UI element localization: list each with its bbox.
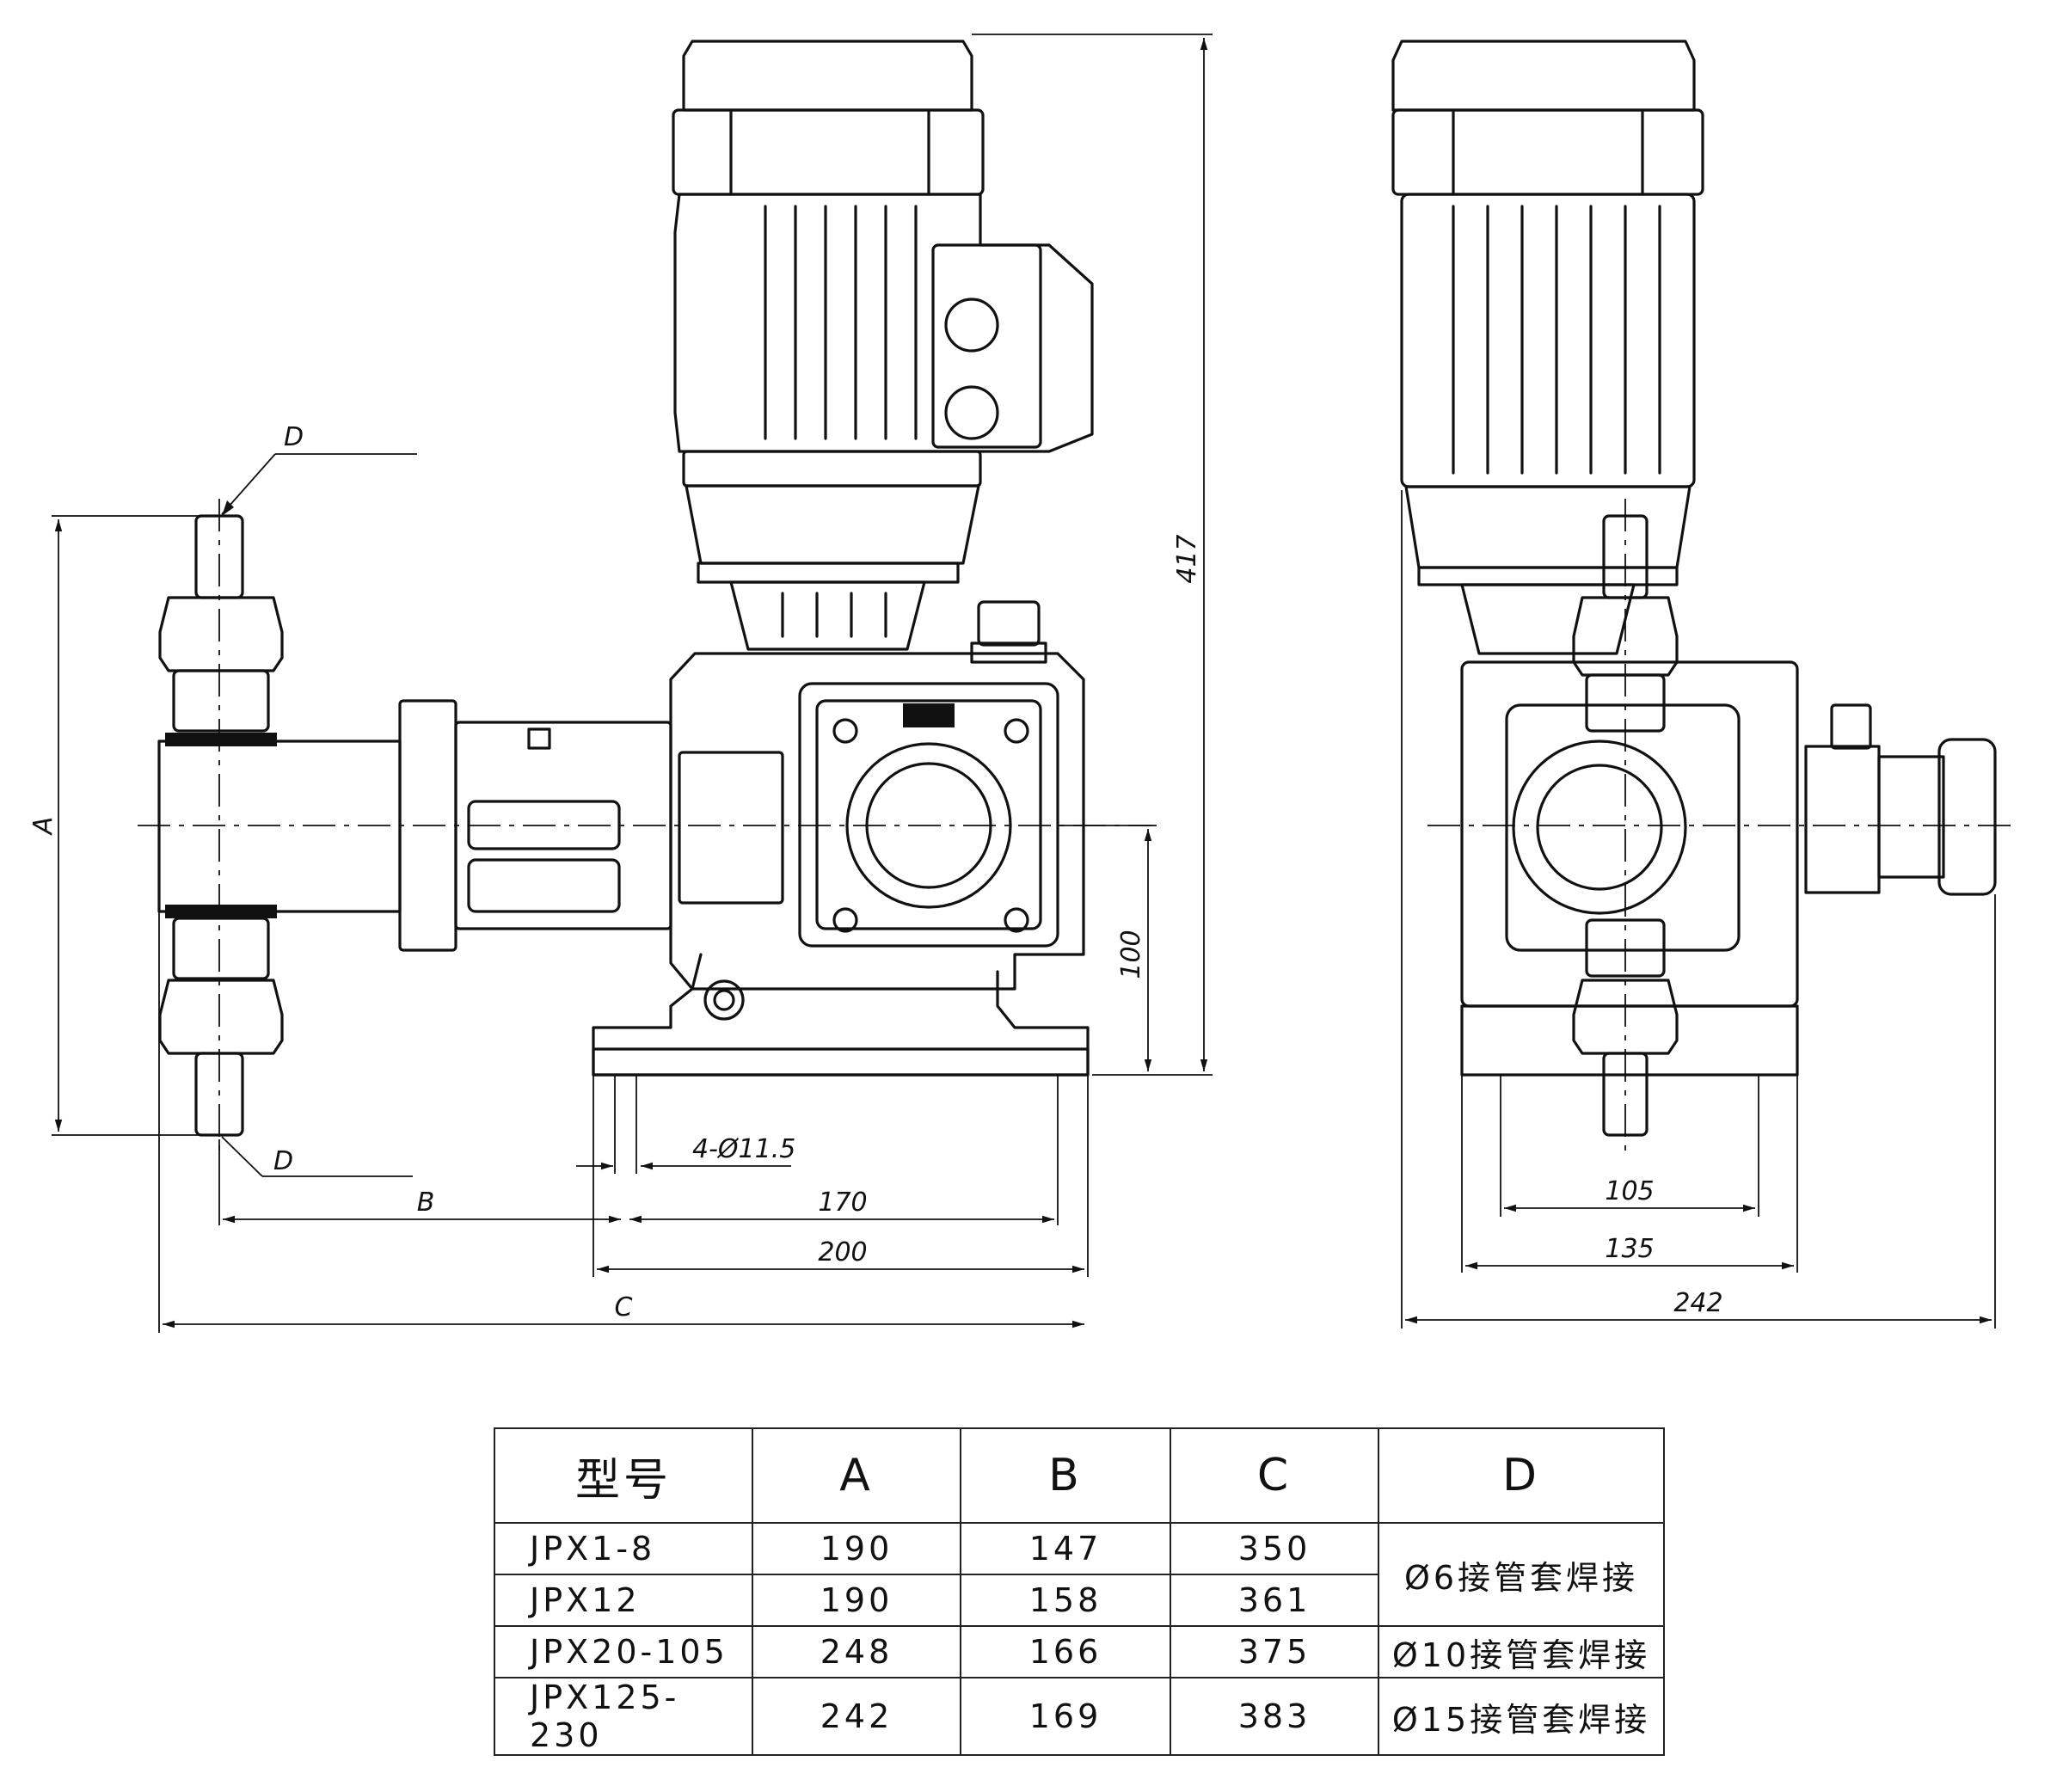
header-model: 型号	[494, 1427, 753, 1524]
side-view	[1391, 40, 1997, 1137]
dim-c: C	[615, 1292, 633, 1323]
dim-b: B	[417, 1188, 435, 1218]
table-row: JPX1-8 190 147 350 Ø6接管套焊接	[494, 1522, 1665, 1627]
side-dimensions: 105 135 242	[1401, 490, 1996, 1329]
dim-axis-height: 100	[1116, 930, 1146, 979]
dim-holes: 4-Ø11.5	[692, 1134, 795, 1164]
cell-b: 158	[960, 1574, 1171, 1627]
cell-b: 169	[960, 1677, 1171, 1756]
cell-b: 147	[960, 1522, 1171, 1575]
cell-a: 190	[752, 1574, 961, 1627]
cell-c: 361	[1170, 1574, 1379, 1627]
spec-table: 型号 A B C D JPX1-8 190 147 350 Ø6接管套焊接 JP…	[494, 1427, 1665, 1756]
cell-c: 383	[1170, 1677, 1379, 1756]
cell-b: 166	[960, 1625, 1171, 1678]
cell-d: Ø6接管套焊接	[1378, 1522, 1665, 1627]
cell-model: JPX1-8	[494, 1522, 753, 1575]
table-header-row: 型号 A B C D	[494, 1427, 1665, 1524]
cell-a: 242	[752, 1677, 961, 1756]
front-view	[157, 40, 1094, 1137]
dim-base-inner: 170	[818, 1188, 867, 1218]
header-b: B	[960, 1427, 1171, 1524]
cell-d: Ø10接管套焊接	[1378, 1625, 1665, 1678]
front-dimensions: 417 100 A D D 4-Ø11.5 B 170	[28, 34, 1213, 1333]
dim-side-inner: 105	[1605, 1176, 1654, 1206]
cell-model: JPX125-230	[494, 1677, 753, 1756]
header-c: C	[1170, 1427, 1379, 1524]
dim-d-bottom: D	[273, 1146, 293, 1176]
cell-c: 375	[1170, 1625, 1379, 1678]
dim-base-outer: 200	[818, 1237, 867, 1267]
cell-a: 248	[752, 1625, 961, 1678]
header-a: A	[752, 1427, 961, 1524]
table-row: JPX20-105 248 166 375 Ø10接管套焊接	[494, 1625, 1665, 1678]
pump-drawing: 417 100 A D D 4-Ø11.5 B 170	[28, 34, 2012, 1333]
cell-c: 350	[1170, 1522, 1379, 1575]
table-row: JPX125-230 242 169 383 Ø15接管套焊接	[494, 1677, 1665, 1756]
dim-height-total: 417	[1172, 534, 1202, 583]
dim-d-top: D	[284, 422, 304, 452]
dim-side-total: 242	[1673, 1288, 1722, 1318]
table-row: JPX12 190 158 361	[494, 1574, 1664, 1627]
dim-a: A	[28, 817, 58, 837]
cell-model: JPX20-105	[494, 1625, 753, 1678]
cell-a: 190	[752, 1522, 961, 1575]
dim-side-base: 135	[1605, 1234, 1654, 1264]
header-d: D	[1378, 1427, 1665, 1524]
cell-d: Ø15接管套焊接	[1378, 1677, 1665, 1756]
cell-model: JPX12	[494, 1574, 753, 1627]
